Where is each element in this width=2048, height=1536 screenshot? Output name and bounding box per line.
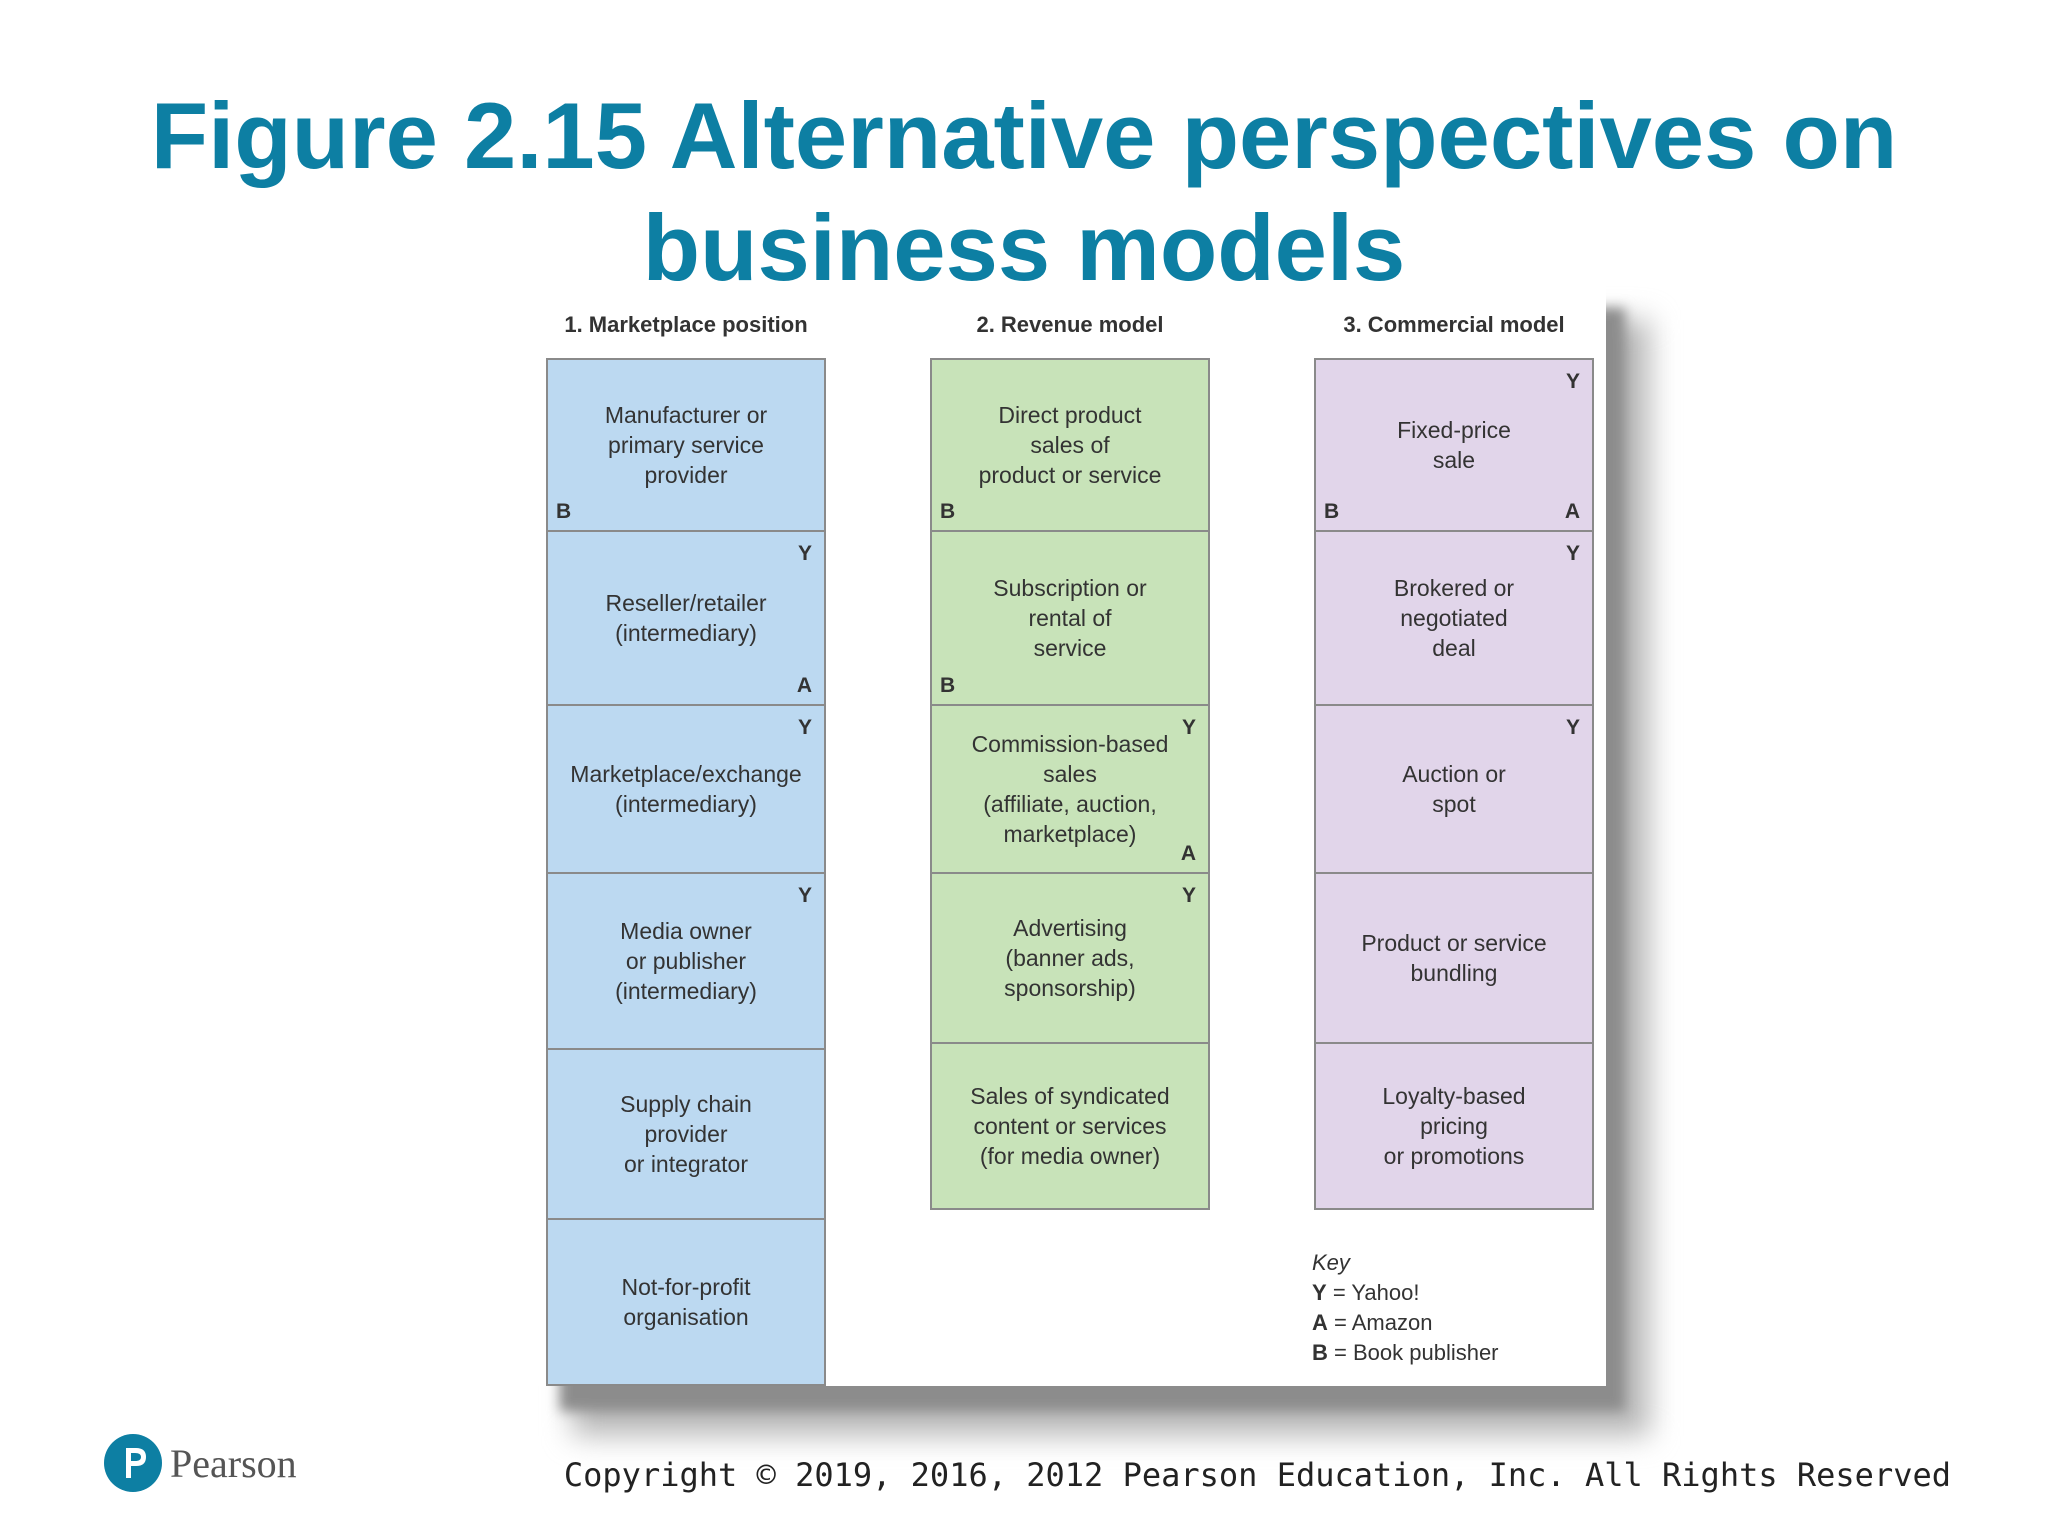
key-label: = Amazon — [1334, 1310, 1433, 1335]
loyalty-pricing-cell: Loyalty-based pricing or promotions — [1316, 1044, 1592, 1208]
brokered-deal-cell: Brokered or negotiated deal Y — [1316, 532, 1592, 706]
company-marker: B — [1324, 500, 1340, 523]
fixed-price-cell: Fixed-price sale Y B A — [1316, 360, 1592, 532]
key-label: = Yahoo! — [1332, 1280, 1420, 1305]
company-marker: Y — [797, 716, 812, 739]
column-header-revenue: 2. Revenue model — [976, 312, 1164, 337]
key-title: Key — [1312, 1250, 1350, 1275]
cell-label: Reseller/retailer (intermediary) — [605, 590, 767, 646]
manufacturer-cell: Manufacturer or primary service provider… — [548, 360, 824, 532]
commission-sales-cell: Commission-based sales (affiliate, aucti… — [932, 706, 1208, 874]
company-marker: Y — [1565, 370, 1580, 393]
revenue-model-column: Direct product sales of product or servi… — [930, 358, 1210, 1210]
column-header-marketplace: 1. Marketplace position — [564, 312, 808, 337]
key-letter: Y — [1312, 1280, 1327, 1305]
key-label: = Book publisher — [1334, 1340, 1499, 1365]
key-entry: B = Book publisher — [1312, 1338, 1499, 1368]
copyright-notice: Copyright © 2019, 2016, 2012 Pearson Edu… — [563, 1456, 1951, 1494]
cell-label: Manufacturer or primary service provider — [604, 402, 768, 488]
column-header-commercial: 3. Commercial model — [1343, 312, 1565, 337]
company-marker: B — [556, 500, 572, 523]
key-letter: B — [1312, 1340, 1328, 1365]
auction-cell: Auction or spot Y — [1316, 706, 1592, 874]
company-marker: Y — [797, 542, 812, 565]
pearson-wordmark: Pearson — [170, 1440, 297, 1486]
cell-label: Marketplace/exchange (intermediary) — [570, 761, 802, 817]
cell-label: Commission-based sales (affiliate, aucti… — [971, 731, 1169, 847]
cell-label: Not-for-profit organisation — [621, 1274, 751, 1330]
company-marker: Y — [1181, 716, 1196, 739]
key-letter: A — [1312, 1310, 1328, 1335]
company-marker: A — [1564, 500, 1580, 523]
reseller-cell: Reseller/retailer (intermediary) Y A — [548, 532, 824, 706]
company-marker: Y — [1565, 716, 1580, 739]
business-models-figure: 1. Marketplace position 2. Revenue model… — [536, 286, 1606, 1386]
pearson-p-glyph-icon — [126, 1448, 146, 1478]
cell-label: Direct product sales of product or servi… — [978, 402, 1162, 488]
company-marker: Y — [1181, 884, 1196, 907]
syndicated-content-cell: Sales of syndicated content or services … — [932, 1044, 1208, 1208]
pearson-p-icon — [104, 1434, 162, 1492]
slide-title-line-1: Figure 2.15 Alternative perspectives on — [150, 83, 1898, 188]
cell-label: Media owner or publisher (intermediary) — [615, 918, 757, 1004]
company-marker: Y — [1565, 542, 1580, 565]
slide-title-line-2: business models — [642, 195, 1406, 300]
cell-label: Sales of syndicated content or services … — [970, 1083, 1170, 1169]
advertising-cell: Advertising (banner ads, sponsorship) Y — [932, 874, 1208, 1044]
marketplace-exchange-cell: Marketplace/exchange (intermediary) Y — [548, 706, 824, 874]
company-marker: Y — [797, 884, 812, 907]
company-marker: B — [940, 674, 956, 697]
company-marker: A — [1180, 842, 1196, 865]
key-entry: A = Amazon — [1312, 1308, 1499, 1338]
pearson-logo: Pearson — [104, 1434, 297, 1492]
direct-sales-cell: Direct product sales of product or servi… — [932, 360, 1208, 532]
company-marker: B — [940, 500, 956, 523]
cell-label: Product or service bundling — [1361, 930, 1547, 986]
supply-chain-cell: Supply chain provider or integrator — [548, 1050, 824, 1220]
not-for-profit-cell: Not-for-profit organisation — [548, 1220, 824, 1384]
cell-label: Supply chain provider or integrator — [620, 1091, 752, 1177]
cell-label: Auction or spot — [1402, 761, 1506, 817]
cell-label: Loyalty-based pricing or promotions — [1382, 1083, 1526, 1169]
media-owner-cell: Media owner or publisher (intermediary) Y — [548, 874, 824, 1050]
cell-label: Advertising (banner ads, sponsorship) — [1004, 915, 1136, 1001]
figure-key: Key Y = Yahoo! A = Amazon B = Book publi… — [1312, 1248, 1499, 1368]
slide-title: Figure 2.15 Alternative perspectives on … — [0, 80, 2048, 304]
bundling-cell: Product or service bundling — [1316, 874, 1592, 1044]
key-entry: Y = Yahoo! — [1312, 1278, 1499, 1308]
cell-label: Brokered or negotiated deal — [1393, 575, 1515, 661]
cell-label: Fixed-price sale — [1397, 417, 1511, 473]
marketplace-position-column: Manufacturer or primary service provider… — [546, 358, 826, 1386]
cell-label: Subscription or rental of service — [993, 575, 1147, 661]
company-marker: A — [796, 674, 812, 697]
